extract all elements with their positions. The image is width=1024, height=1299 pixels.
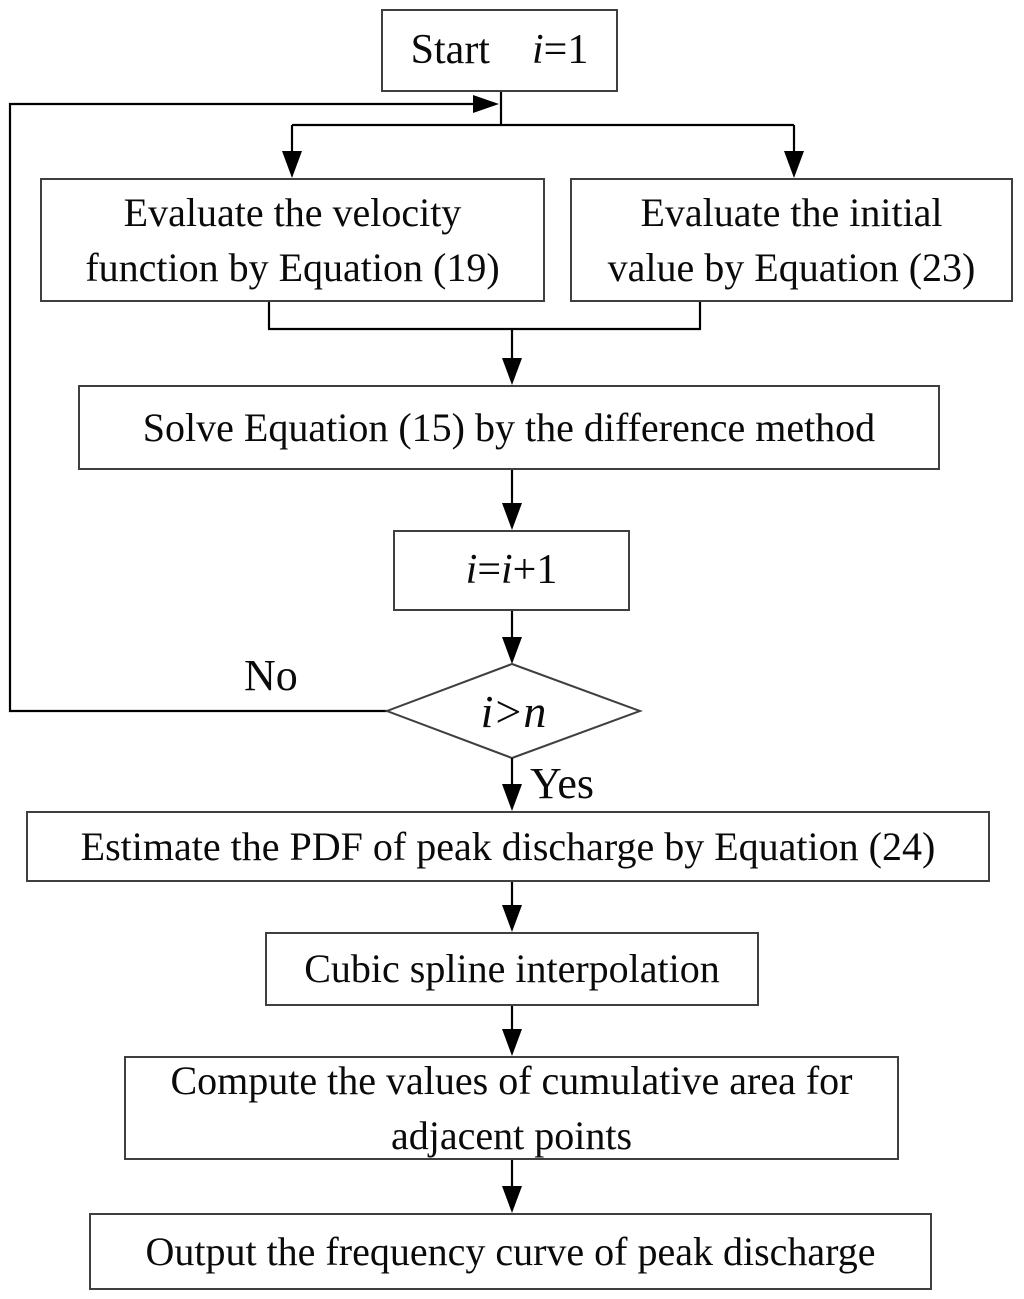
label-yes: Yes	[530, 759, 595, 808]
node-decision-label: i>n	[480, 685, 547, 737]
edge-no-loop	[8, 102, 473, 713]
node-evaluate-velocity: Evaluate the velocity function by Equati…	[40, 178, 545, 302]
node-output-curve: Output the frequency curve of peak disch…	[89, 1213, 932, 1290]
arrowhead-to-cubic	[502, 905, 522, 932]
node-increment: i=i+1	[393, 530, 630, 611]
node-solve-equation: Solve Equation (15) by the difference me…	[78, 385, 940, 470]
arrowhead-to-solve	[502, 358, 522, 385]
arrowhead-split-left	[282, 151, 302, 178]
arrowhead-to-decision	[502, 637, 522, 664]
arrowhead-to-output	[502, 1186, 522, 1213]
arrowhead-to-estimate	[502, 784, 522, 811]
node-compute-area: Compute the values of cumulative area fo…	[124, 1056, 899, 1160]
arrowhead-to-increment	[502, 503, 522, 530]
node-start: Start i=1	[381, 9, 618, 92]
node-estimate-pdf: Estimate the PDF of peak discharge by Eq…	[26, 811, 990, 882]
node-cubic-spline: Cubic spline interpolation	[265, 932, 759, 1006]
node-evaluate-initial: Evaluate the initial value by Equation (…	[570, 178, 1013, 302]
arrowhead-to-compute	[502, 1029, 522, 1056]
arrowhead-split-right	[784, 151, 804, 178]
label-no: No	[244, 651, 298, 700]
arrowhead-no-loop	[473, 95, 499, 113]
